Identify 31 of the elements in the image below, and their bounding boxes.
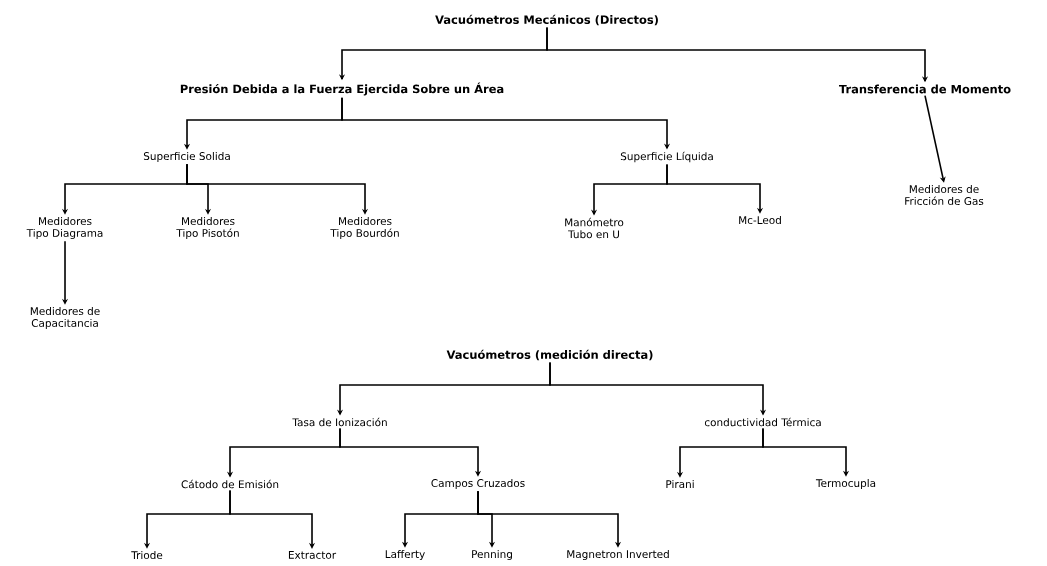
category-label: Pirani [666,479,694,489]
arrow [762,427,850,477]
category-label: Cátodo de Emisión [181,479,279,489]
category-label: Medidores Tipo Pisotón [176,216,239,240]
category-label: Campos Cruzados [431,478,525,490]
category-label: Penning [472,549,512,561]
arrow [477,490,622,548]
arrow [666,163,764,214]
category-label: Medidores Tipo Diagrama [26,216,103,240]
category-label: Medidores Tipo Bourdón [330,216,399,240]
arrow [229,489,316,549]
category-label: Superficie Solida [143,151,230,163]
arrow [339,427,482,477]
heading: Vacuómetros (medición directa) [446,349,653,361]
category-label: Manómetro Tubo en U [565,217,624,239]
category-label: Magnetron Inverted [567,549,669,561]
category-label: Medidores de Fricción de Gas [905,185,984,205]
category-label: Tasa de Ionización [292,417,387,427]
heading: Vacuómetros Mecánicos (Directos) [435,14,658,26]
arrow [186,163,369,215]
category-label: Triode [131,550,163,560]
category-label: Superficie Líquida [620,151,713,163]
arrow [924,94,946,183]
category-label: Termocupla [815,478,876,490]
category-label: conductividad Térmica [704,417,821,427]
heading: Presión Debida a la Fuerza Ejercida Sobre un Área [180,82,504,96]
category-label: Extractor [288,551,337,559]
category-label: Medidores de Capacitancia [30,306,100,330]
heading: Transferencia de Momento [839,84,1011,94]
category-label: Lafferty [385,549,425,561]
category-label: Mc-Leod [739,215,781,225]
